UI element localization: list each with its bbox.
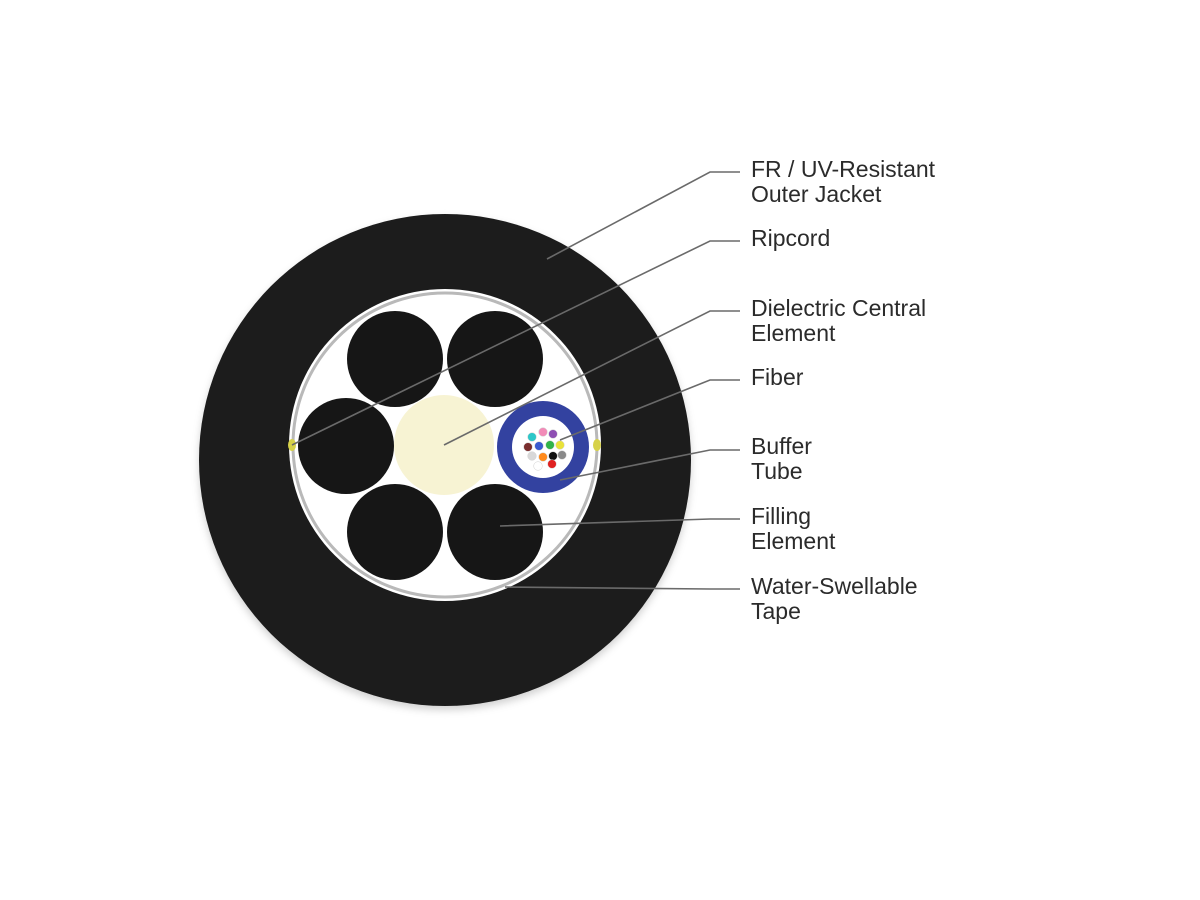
callout-line2: Tube [751,458,803,484]
buffer-tube-group [497,401,589,493]
fiber-strand [538,452,548,462]
filling-element [347,484,443,580]
leader-line-dielectric-central-element [443,310,740,446]
fiber-strand [548,429,558,439]
fiber-bundle [523,427,567,471]
callout-line2: Tape [751,598,801,624]
callout-line1: Buffer [751,433,812,459]
fiber-strand [545,440,555,450]
callout-label-buffer-tube: Buffer Tube [751,434,812,484]
filling-element [347,311,443,407]
callout-line2: Element [751,320,836,346]
callout-label-water-swellable-tape: Water-Swellable Tape [751,574,918,624]
filling-element [298,398,394,494]
fiber-strand [523,442,533,452]
fiber-strand [555,440,565,450]
callout-line2: Outer Jacket [751,181,882,207]
callout-line2: Element [751,528,836,554]
leader-line-buffer-tube [559,449,740,481]
callout-line1: FR / UV-Resistant [751,156,936,182]
leader-line-ripcord [291,240,740,446]
callout-line1: Filling [751,503,812,529]
ripcord [593,439,601,451]
leader-line-filling-element [499,518,740,527]
callout-label-ripcord: Ripcord [751,226,830,251]
fiber-strand [527,432,537,442]
fiber-strand [534,441,544,451]
callout-line1: Fiber [751,364,804,390]
callout-label-filling-element: Filling Element [751,504,835,554]
leader-line-fiber [559,379,740,441]
callout-line1: Water-Swellable [751,573,918,599]
filling-element [447,484,543,580]
callout-line1: Dielectric Central [751,295,927,321]
callout-label-dielectric-central-element: Dielectric Central Element [751,296,926,346]
callout-line1: Ripcord [751,225,831,251]
fiber-strand [538,427,548,437]
fiber-strand [527,451,537,461]
leader-line-outer-jacket [546,171,740,260]
leader-line-water-swellable-tape [504,586,740,590]
fiber-strand [547,459,557,469]
filling-element [447,311,543,407]
callout-label-fiber: Fiber [751,365,803,390]
fiber-strand [533,461,543,471]
callout-label-outer-jacket: FR / UV-Resistant Outer Jacket [751,157,935,207]
leader-lines [291,171,740,590]
fiber-strand [557,450,567,460]
fiber-strand [548,451,558,461]
